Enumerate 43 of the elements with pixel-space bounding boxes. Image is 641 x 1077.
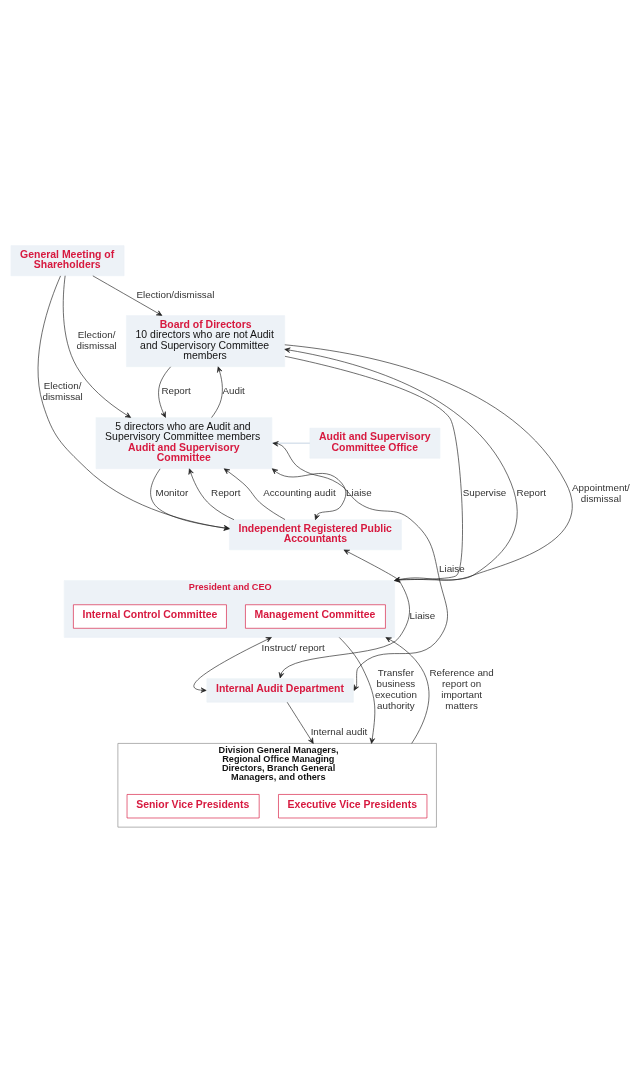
edge-label: Report	[161, 384, 191, 396]
arrow	[193, 636, 272, 693]
arrow	[92, 275, 163, 316]
node-box: Executive Vice Presidents	[278, 793, 428, 818]
arrow	[278, 549, 410, 678]
edge-label: Accounting audit	[263, 486, 336, 498]
node-box: Internal Audit Department	[206, 677, 354, 703]
arrow	[271, 467, 347, 520]
edge-label: Transfer business execution authority	[374, 666, 417, 711]
edge-label: Appointment/ dismissal	[572, 481, 630, 504]
node-box: Audit and Supervisory Committee Office	[309, 427, 441, 459]
edge-label: Internal audit	[310, 725, 368, 737]
arrow	[150, 468, 230, 530]
node-box: Management Committee	[245, 603, 386, 629]
node-box: Senior Vice Presidents	[126, 793, 260, 818]
arrow	[158, 366, 171, 418]
arrow	[188, 467, 235, 520]
edge-label: Reference and report on important matters	[429, 666, 494, 711]
arrow	[62, 274, 131, 418]
node-box: 5 directors who are Audit and Supervisory Committee members Audit and Supervisory Committee	[95, 416, 273, 469]
edge-label: Instruct/ report	[261, 641, 325, 653]
edge-label: Liaise	[409, 609, 436, 621]
edge-label: Election/ dismissal	[76, 328, 117, 351]
arrow	[338, 636, 376, 744]
edge-label: Audit	[222, 384, 245, 396]
arrow	[37, 275, 230, 531]
arrow	[211, 365, 223, 418]
arrow	[223, 467, 286, 520]
edge-label: Supervise	[462, 486, 507, 498]
edge-label: Liaise	[439, 562, 465, 574]
node-box: General Meeting of Shareholders	[10, 244, 125, 276]
arrow	[272, 440, 448, 691]
arrow	[385, 636, 430, 744]
arrow	[286, 701, 314, 744]
edge-label: Report	[516, 486, 546, 498]
edge-label: Report	[211, 486, 241, 498]
edge-label: Election/dismissal	[136, 288, 215, 300]
node-box: Board of Directors 10 directors who are not Audit and Supervisory Committee members	[126, 314, 285, 367]
edge-label: Monitor	[155, 486, 189, 498]
node-box: Independent Registered Public Accountants	[229, 518, 402, 550]
edge-label: Election/ dismissal	[42, 379, 83, 402]
edge-label: Liaise	[346, 486, 372, 498]
node-box: Internal Control Committee	[73, 603, 227, 629]
